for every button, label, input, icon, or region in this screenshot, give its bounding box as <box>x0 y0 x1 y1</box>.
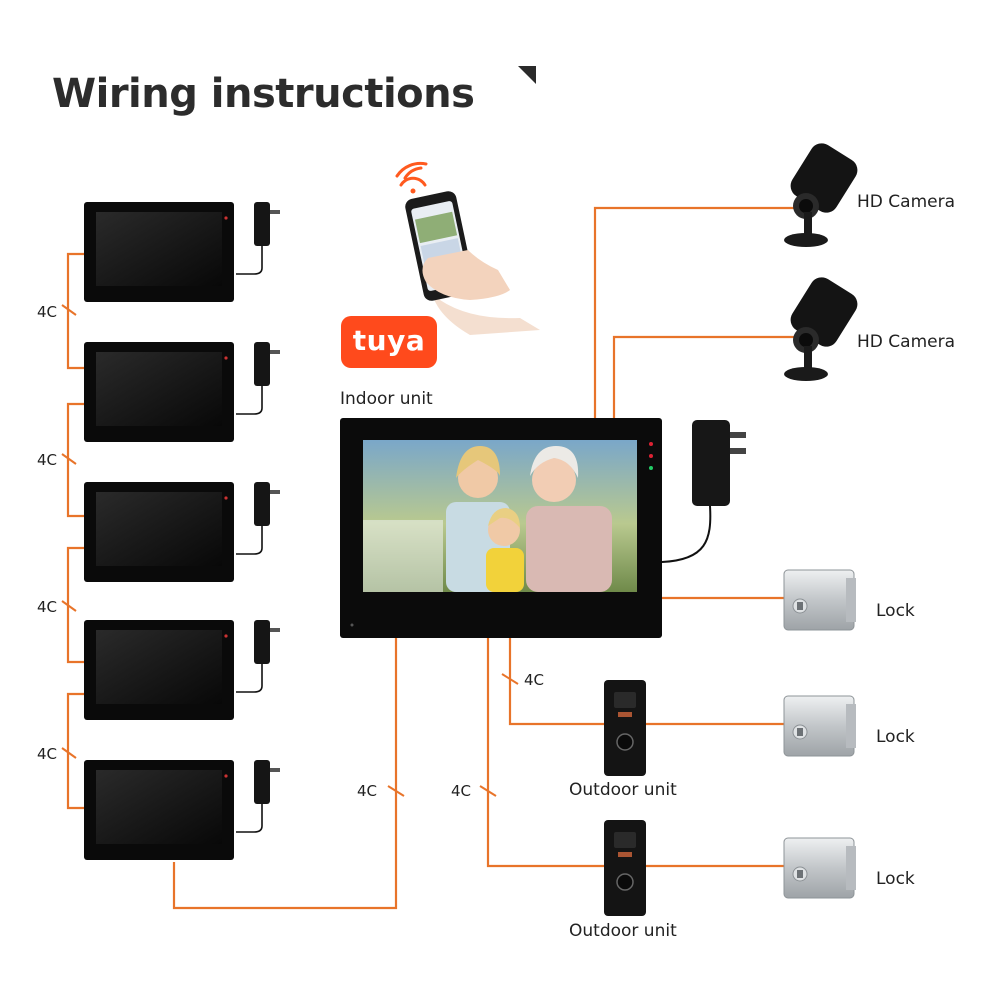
power-cord <box>661 505 712 563</box>
page-title: Wiring instructions <box>52 71 475 117</box>
wire-type-label: 4C <box>37 745 58 763</box>
wire-monitor-4-5 <box>66 692 86 810</box>
monitor-column <box>84 202 280 860</box>
wifi-icon <box>395 161 428 194</box>
wire-type-label: 4C <box>37 598 58 616</box>
wire-marker <box>387 785 405 797</box>
hd-camera-label: HD Camera <box>857 192 955 212</box>
doorbell-icon <box>604 820 646 916</box>
camera-icon <box>784 143 858 247</box>
indoor-unit <box>340 418 662 638</box>
wire-indoor-to-camera-2 <box>612 335 796 418</box>
wire-marker <box>61 747 77 759</box>
tuya-logo: tuya <box>341 316 437 368</box>
outdoor-unit-label: Outdoor unit <box>569 921 677 941</box>
monitor-5 <box>84 760 280 860</box>
wire-type-label: 4C <box>357 782 378 800</box>
wire-type-label: 4C <box>37 451 58 469</box>
smartphone-icon <box>405 191 540 335</box>
wire-indoor-to-camera-1 <box>593 206 796 418</box>
wire-marker <box>61 304 77 316</box>
wire-indoor-to-outdoor-1 <box>508 638 604 726</box>
wire-type-label: 4C <box>451 782 472 800</box>
outdoor-unit-label: Outdoor unit <box>569 780 677 800</box>
camera-icon <box>784 277 858 381</box>
power-adapter-icon <box>692 420 746 506</box>
lock-icon <box>783 569 856 631</box>
wire-monitor-2-3 <box>66 402 86 518</box>
power-adapter-icon <box>236 202 280 275</box>
wire-monitors-to-indoor <box>172 638 398 910</box>
wire-type-label: 4C <box>524 671 545 689</box>
power-adapter-icon <box>236 760 280 833</box>
power-adapter-icon <box>236 620 280 693</box>
hd-camera-label: HD Camera <box>857 332 955 352</box>
monitor-3 <box>84 482 280 582</box>
wire-marker <box>501 673 519 685</box>
wire-monitor-1-2 <box>66 252 86 370</box>
monitor-2 <box>84 342 280 442</box>
monitor-1 <box>84 202 280 302</box>
monitor-4 <box>84 620 280 720</box>
lock-icon <box>783 695 856 757</box>
wire-marker <box>479 785 497 797</box>
wire-indoor-to-outdoor-2 <box>486 638 604 868</box>
lock-label: Lock <box>876 869 915 889</box>
wire-marker <box>61 600 77 612</box>
wire-marker <box>61 453 77 465</box>
lock-label: Lock <box>876 727 915 747</box>
lock-icon <box>783 837 856 899</box>
wire-monitor-3-4 <box>66 546 86 664</box>
corner-mark <box>518 66 536 84</box>
power-adapter-icon <box>236 482 280 555</box>
wire-type-label: 4C <box>37 303 58 321</box>
wires <box>61 206 796 910</box>
indoor-unit-label: Indoor unit <box>340 389 433 409</box>
lock-label: Lock <box>876 601 915 621</box>
doorbell-icon <box>604 680 646 776</box>
power-adapter-icon <box>236 342 280 415</box>
